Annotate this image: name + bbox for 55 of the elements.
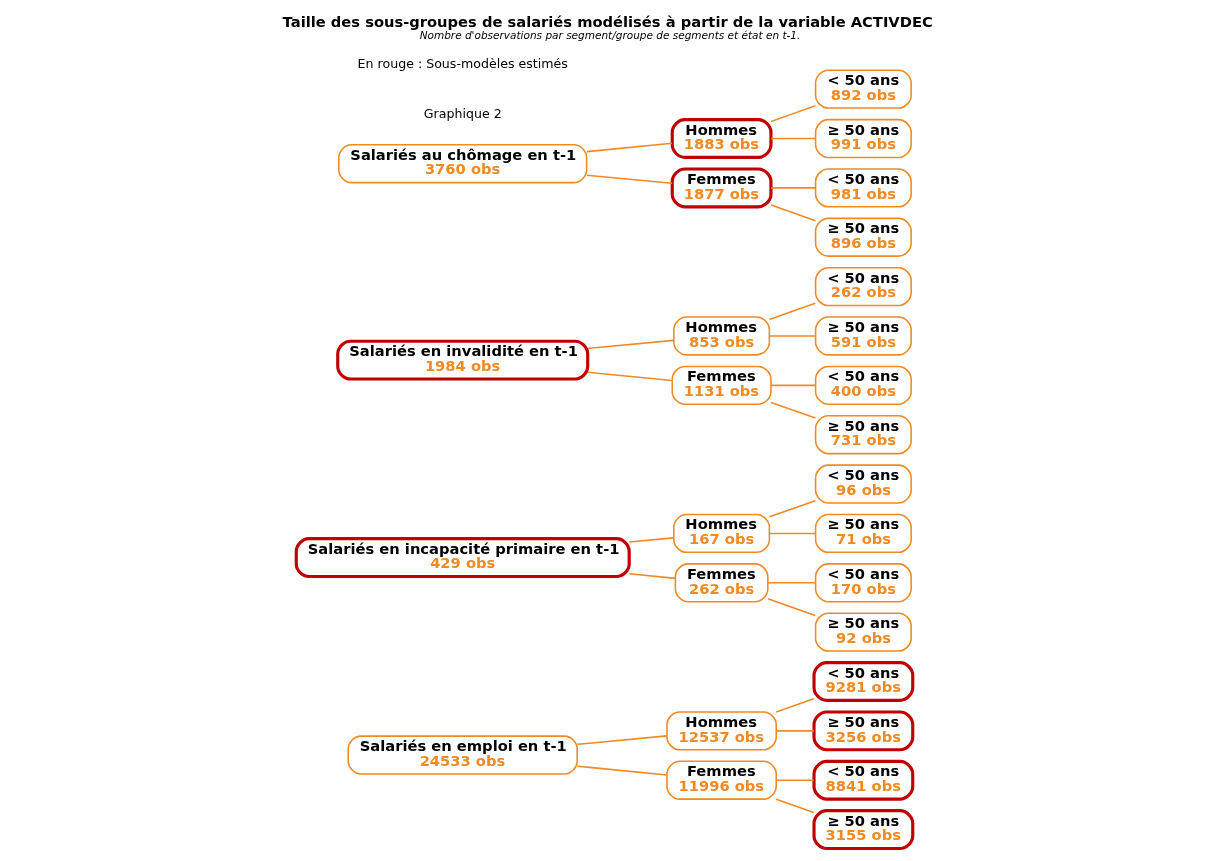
node-box: Salariés au chômage en t-1 3760 obs — [338, 144, 588, 184]
connector — [775, 697, 815, 713]
connector — [768, 499, 817, 518]
connector — [576, 735, 668, 746]
connector — [770, 384, 817, 387]
connector — [768, 532, 817, 535]
node-box: < 50 ans 400 obs — [814, 365, 912, 406]
node-box: ≥ 50 ans 896 obs — [814, 217, 912, 257]
node-box: Salariés en incapacité primaire en t-1 429 obs — [294, 537, 631, 579]
node-box: ≥ 50 ans 3256 obs — [812, 710, 915, 752]
node-box: < 50 ans 96 obs — [814, 464, 912, 504]
node-box: < 50 ans 262 obs — [814, 266, 912, 307]
label: En rouge : Sous-modèles estimés — [357, 56, 568, 72]
connector — [775, 779, 815, 781]
diagram-title: Taille des sous-groupes de salariés modélisés à partir de la variable ACTIVDEC — [282, 13, 933, 31]
connector — [586, 174, 673, 185]
node-box: Salariés en emploi en t-1 24533 obs — [347, 735, 578, 775]
connector — [770, 401, 817, 419]
node-box: Hommes 167 obs — [673, 513, 771, 554]
label: Graphique 2 — [423, 105, 502, 121]
node-box: Hommes 853 obs — [673, 316, 771, 356]
node-box: < 50 ans 170 obs — [814, 563, 912, 603]
connector — [768, 302, 817, 321]
connector — [770, 187, 817, 189]
node-box: Salariés en invalidité en t-1 1984 obs — [336, 339, 590, 381]
connector — [767, 598, 817, 617]
connector — [768, 335, 817, 337]
connector — [767, 582, 817, 584]
node-box: Femmes 11996 obs — [666, 760, 777, 800]
connector — [770, 204, 817, 222]
connector — [586, 142, 673, 153]
connector — [628, 573, 677, 580]
connector — [587, 371, 673, 382]
node-box: Femmes 1877 obs — [670, 167, 773, 209]
node-box: ≥ 50 ans 591 obs — [814, 316, 912, 356]
node-box: < 50 ans 8841 obs — [812, 759, 915, 801]
connector — [775, 798, 815, 814]
node-box: ≥ 50 ans 71 obs — [814, 513, 912, 554]
connector — [770, 104, 817, 123]
connector — [587, 339, 675, 350]
node-box: < 50 ans 981 obs — [814, 168, 912, 208]
connector — [770, 137, 817, 140]
node-box: ≥ 50 ans 92 obs — [814, 612, 912, 652]
node-box: Femmes 1131 obs — [671, 365, 772, 406]
node-box: ≥ 50 ans 731 obs — [814, 415, 912, 455]
node-box: ≥ 50 ans 991 obs — [814, 118, 912, 159]
node-box: < 50 ans 9281 obs — [812, 661, 915, 702]
connector — [628, 537, 675, 543]
node-box: ≥ 50 ans 3155 obs — [812, 809, 915, 851]
node-box: Hommes 1883 obs — [670, 118, 773, 159]
connector — [576, 765, 668, 776]
node-box: < 50 ans 892 obs — [814, 69, 912, 109]
node-box: Femmes 262 obs — [674, 563, 769, 603]
connector — [775, 730, 815, 732]
node-box: Hommes 12537 obs — [666, 711, 777, 751]
